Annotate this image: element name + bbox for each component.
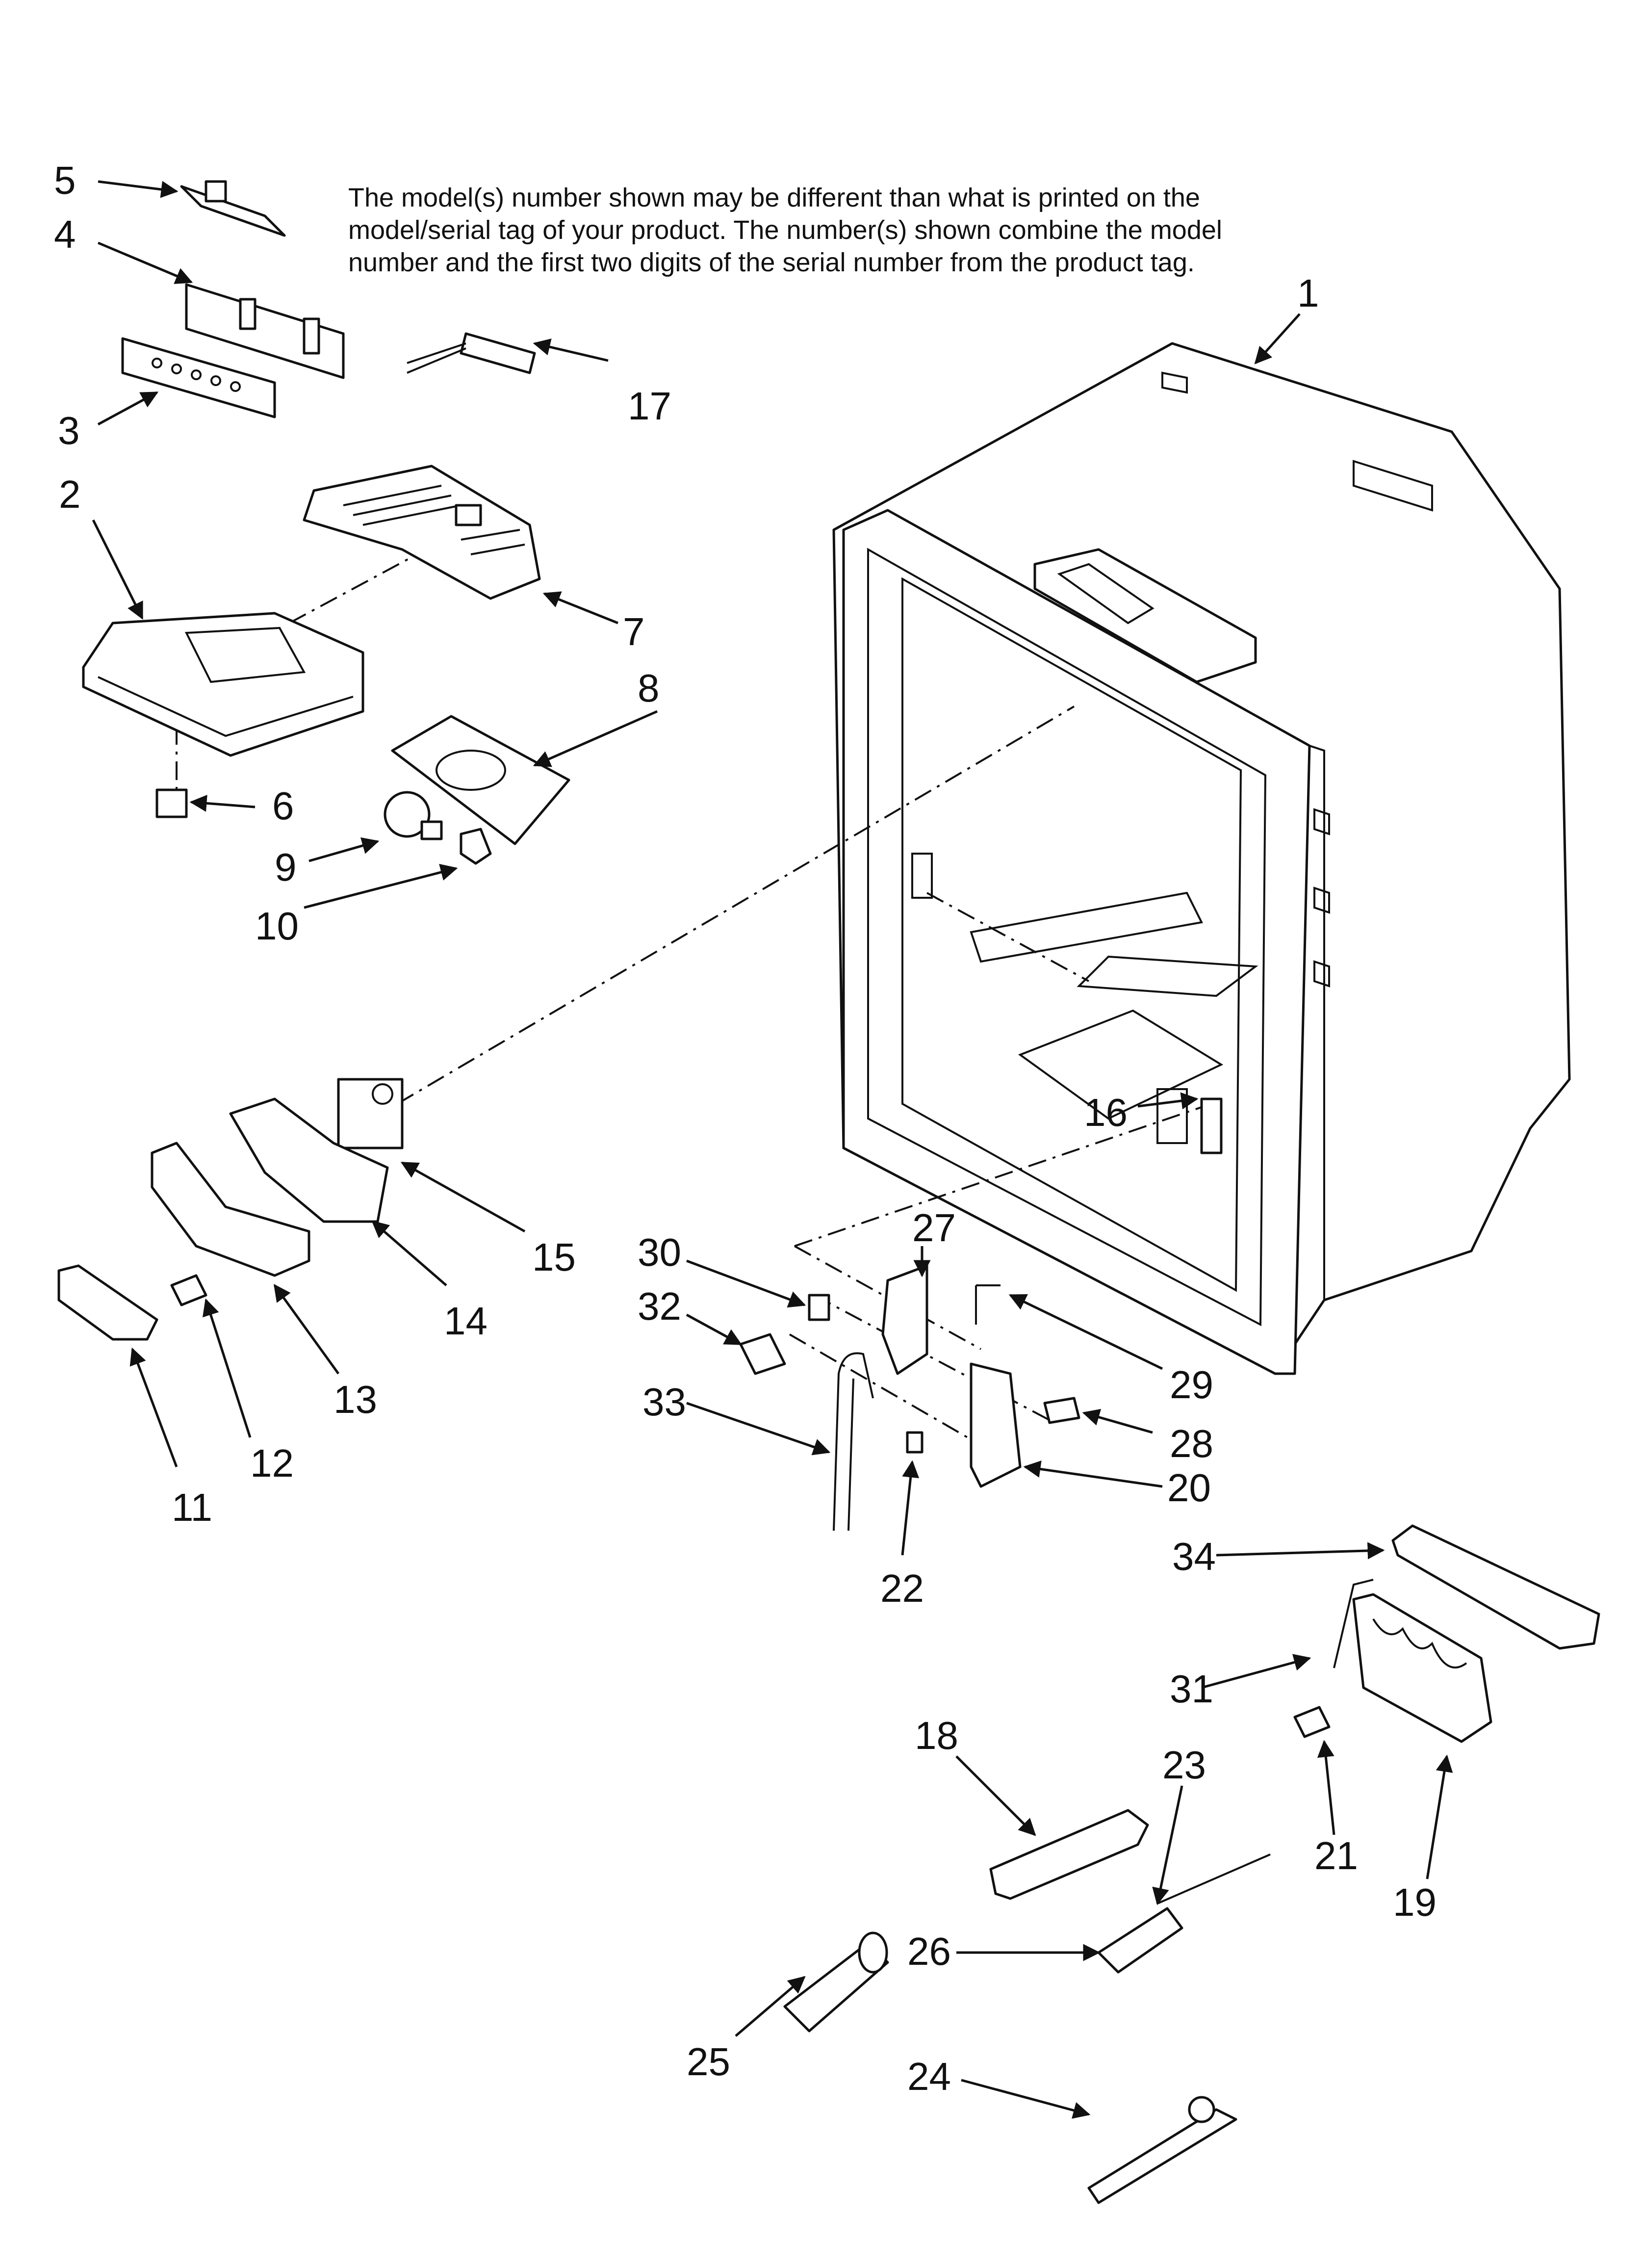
part-25-heater-cartridge bbox=[783, 1931, 889, 2033]
part-1-liner bbox=[832, 342, 1571, 1375]
callout-14: 14 bbox=[444, 1299, 487, 1343]
part-3-control-panel bbox=[121, 337, 276, 418]
callout-labels: 1 2 3 4 5 6 7 8 9 10 11 12 13 14 15 16 1… bbox=[54, 158, 1437, 2098]
part-15-valve bbox=[337, 1078, 404, 1149]
part-19-heater-assembly bbox=[1352, 1593, 1492, 1743]
callout-10: 10 bbox=[255, 904, 299, 948]
callout-29: 29 bbox=[1170, 1363, 1213, 1407]
part-13-dispenser-trim bbox=[151, 1142, 310, 1277]
callout-27: 27 bbox=[912, 1206, 956, 1250]
part-28-screw bbox=[1043, 1397, 1080, 1424]
callout-2: 2 bbox=[59, 472, 81, 516]
callout-20: 20 bbox=[1167, 1466, 1211, 1510]
model-number-note: The model(s) number shown may be differe… bbox=[348, 182, 1329, 279]
part-24-bracket bbox=[1087, 2096, 1237, 2204]
callout-25: 25 bbox=[687, 2040, 730, 2084]
part-27-bracket bbox=[881, 1264, 928, 1375]
callout-15: 15 bbox=[532, 1235, 576, 1279]
callout-21: 21 bbox=[1314, 1834, 1358, 1877]
part-29-clip bbox=[975, 1284, 1001, 1325]
callout-9: 9 bbox=[275, 845, 297, 889]
part-33-water-tube bbox=[833, 1352, 874, 1531]
callout-4: 4 bbox=[54, 212, 76, 256]
callout-11: 11 bbox=[172, 1486, 212, 1529]
part-34-heater bbox=[1391, 1524, 1600, 1650]
callout-31: 31 bbox=[1170, 1667, 1213, 1711]
callout-5: 5 bbox=[54, 158, 76, 202]
part-30-clip bbox=[808, 1294, 830, 1321]
part-32-clip bbox=[739, 1333, 786, 1375]
callout-7: 7 bbox=[623, 610, 645, 653]
part-6-switch bbox=[155, 788, 188, 818]
part-23-sensor-wire bbox=[1157, 1853, 1271, 1904]
callout-33: 33 bbox=[642, 1380, 686, 1424]
part-26-fill-cup bbox=[1097, 1907, 1183, 1974]
part-7-air-duct bbox=[303, 465, 541, 600]
part-10-socket bbox=[460, 828, 492, 865]
part-8-light-lens bbox=[391, 715, 570, 845]
note-line-2: model/serial tag of your product. The nu… bbox=[348, 215, 1222, 245]
callout-17: 17 bbox=[628, 384, 671, 428]
callout-19: 19 bbox=[1393, 1880, 1437, 1924]
part-14-dispenser-body bbox=[229, 1097, 389, 1223]
part-17-thermistor bbox=[407, 332, 536, 374]
part-16-switch bbox=[1200, 1097, 1223, 1154]
callout-1: 1 bbox=[1297, 271, 1319, 315]
callout-26: 26 bbox=[907, 1929, 951, 1973]
callout-34: 34 bbox=[1172, 1535, 1216, 1578]
leader-lines bbox=[92, 180, 1453, 2119]
callout-12: 12 bbox=[250, 1441, 294, 1485]
part-12-screw bbox=[170, 1274, 207, 1306]
part-5-control-cover bbox=[180, 180, 286, 237]
part-11-cover bbox=[57, 1264, 158, 1341]
callout-16: 16 bbox=[1084, 1091, 1128, 1134]
callout-28: 28 bbox=[1170, 1422, 1213, 1465]
note-line-3: number and the first two digits of the s… bbox=[348, 248, 1195, 277]
part-4-control-housing bbox=[185, 283, 345, 379]
callout-18: 18 bbox=[915, 1714, 958, 1757]
callout-6: 6 bbox=[272, 784, 294, 828]
callout-3: 3 bbox=[58, 409, 80, 452]
part-2-light-housing bbox=[82, 612, 364, 757]
part-9-light-bulb bbox=[384, 791, 443, 840]
part-18-bracket bbox=[989, 1809, 1149, 1900]
note-line-1: The model(s) number shown may be differe… bbox=[348, 183, 1200, 212]
callout-8: 8 bbox=[638, 666, 660, 710]
callout-23: 23 bbox=[1162, 1743, 1206, 1787]
callout-13: 13 bbox=[334, 1378, 377, 1421]
callout-32: 32 bbox=[638, 1284, 681, 1328]
callout-22: 22 bbox=[880, 1566, 924, 1610]
part-31-ice-maker bbox=[1333, 1579, 1374, 1668]
part-20-funnel bbox=[970, 1362, 1022, 1488]
part-21-screw bbox=[1293, 1706, 1331, 1738]
callout-24: 24 bbox=[907, 2055, 951, 2098]
part-22-clip bbox=[906, 1431, 924, 1454]
callout-30: 30 bbox=[638, 1230, 681, 1274]
